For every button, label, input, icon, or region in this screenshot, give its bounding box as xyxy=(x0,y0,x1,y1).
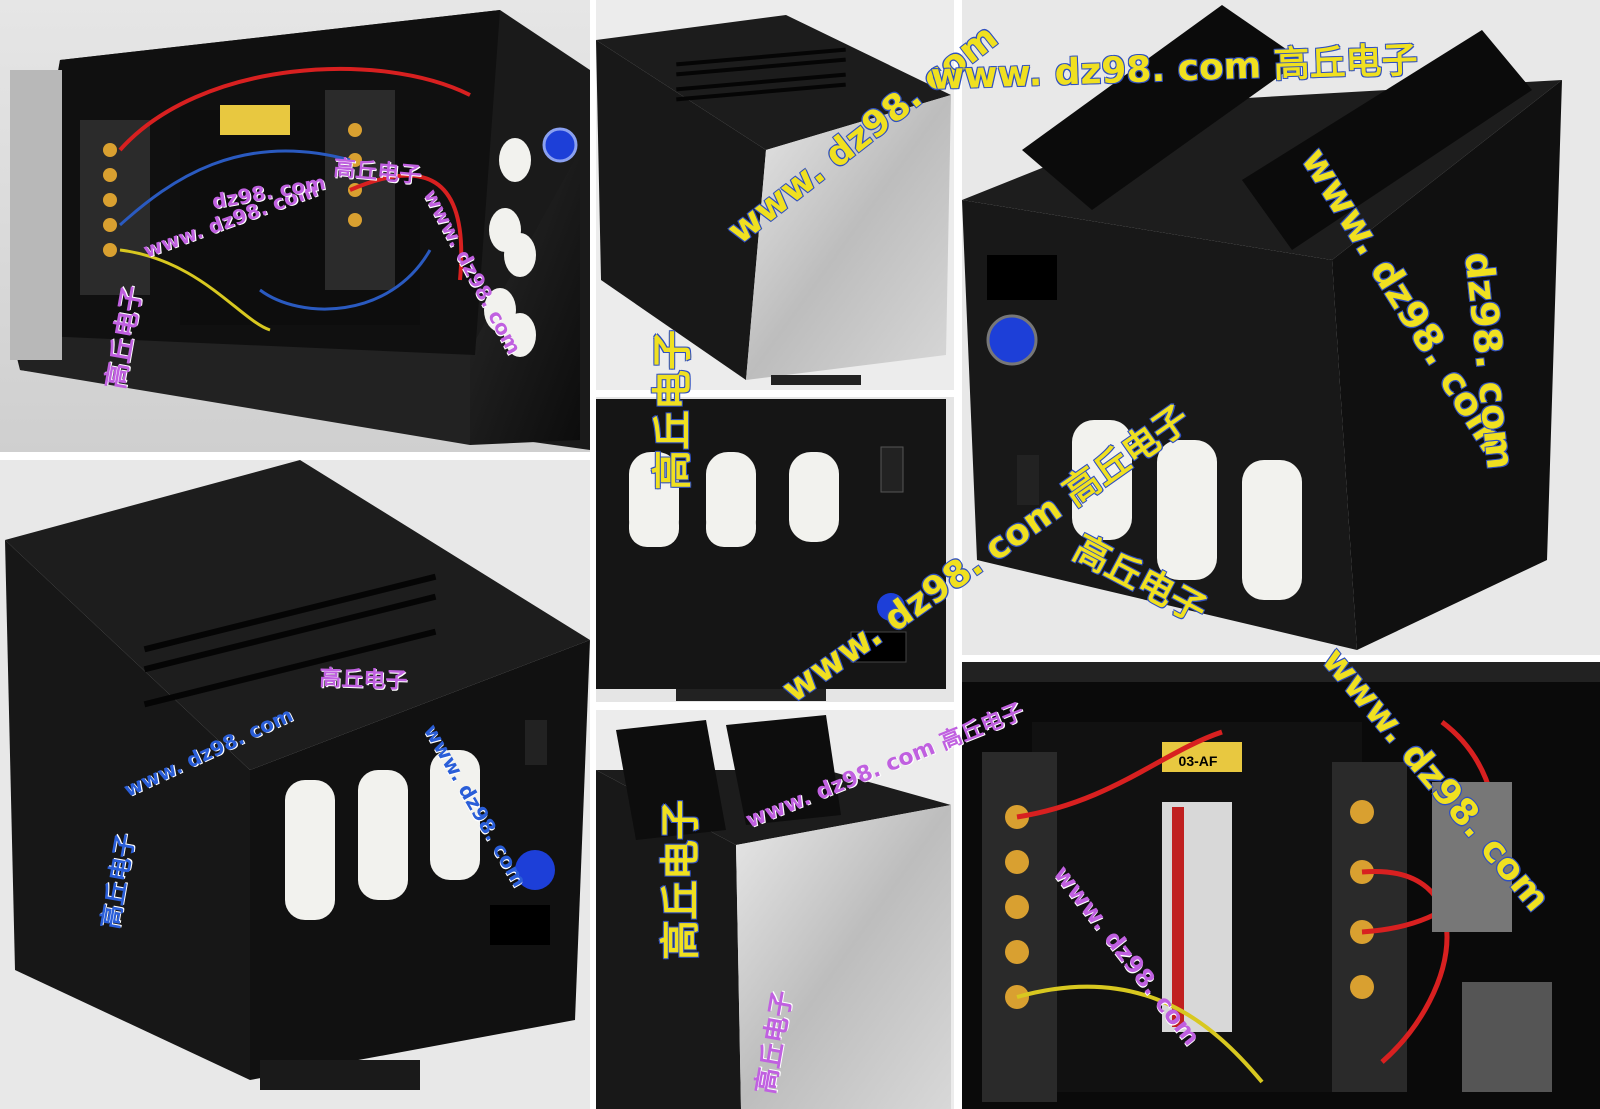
photo-black-heatsink-illustration xyxy=(962,0,1600,655)
watermark-company: 高丘电子 xyxy=(658,800,704,960)
terminal-block-right xyxy=(325,90,395,290)
photo-heatsink-chassis xyxy=(596,710,954,1109)
watermark-company: 高丘电子 xyxy=(318,665,408,695)
iec-inlet xyxy=(850,631,907,663)
iec-inlet xyxy=(490,905,550,945)
outlet-column-2 xyxy=(706,452,756,547)
indicator-lamp xyxy=(542,127,578,163)
heatsink-fins xyxy=(616,715,841,840)
vent-slots xyxy=(676,47,846,102)
outlet-rear xyxy=(1432,782,1512,932)
photo-transformer-illustration: 03-AF xyxy=(962,662,1600,1109)
photo-black-chassis-illustration xyxy=(0,460,590,1109)
photo-silver-front-illustration xyxy=(596,0,954,390)
photo-black-heatsink-chassis xyxy=(962,0,1600,655)
outlet-column-3 xyxy=(789,452,839,542)
outlet-group-front xyxy=(285,750,480,920)
indicator-lamp xyxy=(877,593,905,621)
outlet-group-front xyxy=(1072,420,1302,600)
photo-front-panel-outlets xyxy=(596,397,954,702)
indicator-lamp xyxy=(515,850,555,890)
outlet-column-1 xyxy=(629,452,679,547)
transformer-label xyxy=(1162,802,1232,1032)
outlet-group-side xyxy=(484,138,536,357)
photo-transformer-interior: 03-AF xyxy=(962,662,1600,1109)
indicator-lamp xyxy=(986,314,1038,366)
photo-black-chassis-vents xyxy=(0,460,590,1109)
photo-open-chassis-top-left xyxy=(0,0,590,452)
photo-heatsink-illustration xyxy=(596,710,954,1109)
iec-inlet xyxy=(987,255,1057,300)
rocker-switch xyxy=(880,446,904,493)
rocker-switch xyxy=(1017,455,1039,505)
heatsink-fins xyxy=(1022,5,1532,250)
terminal-block-left xyxy=(982,752,1057,1102)
rocker-switch xyxy=(525,720,547,765)
transformer-code: 03-AF xyxy=(1179,753,1218,769)
photo-silver-front-chassis xyxy=(596,0,954,390)
iec-inlet xyxy=(1462,982,1552,1092)
photo-front-panel-illustration xyxy=(596,397,954,702)
photo-open-chassis-illustration xyxy=(0,0,590,452)
watermark-company: 高丘电子 xyxy=(650,330,696,490)
vent-slots xyxy=(143,573,437,708)
